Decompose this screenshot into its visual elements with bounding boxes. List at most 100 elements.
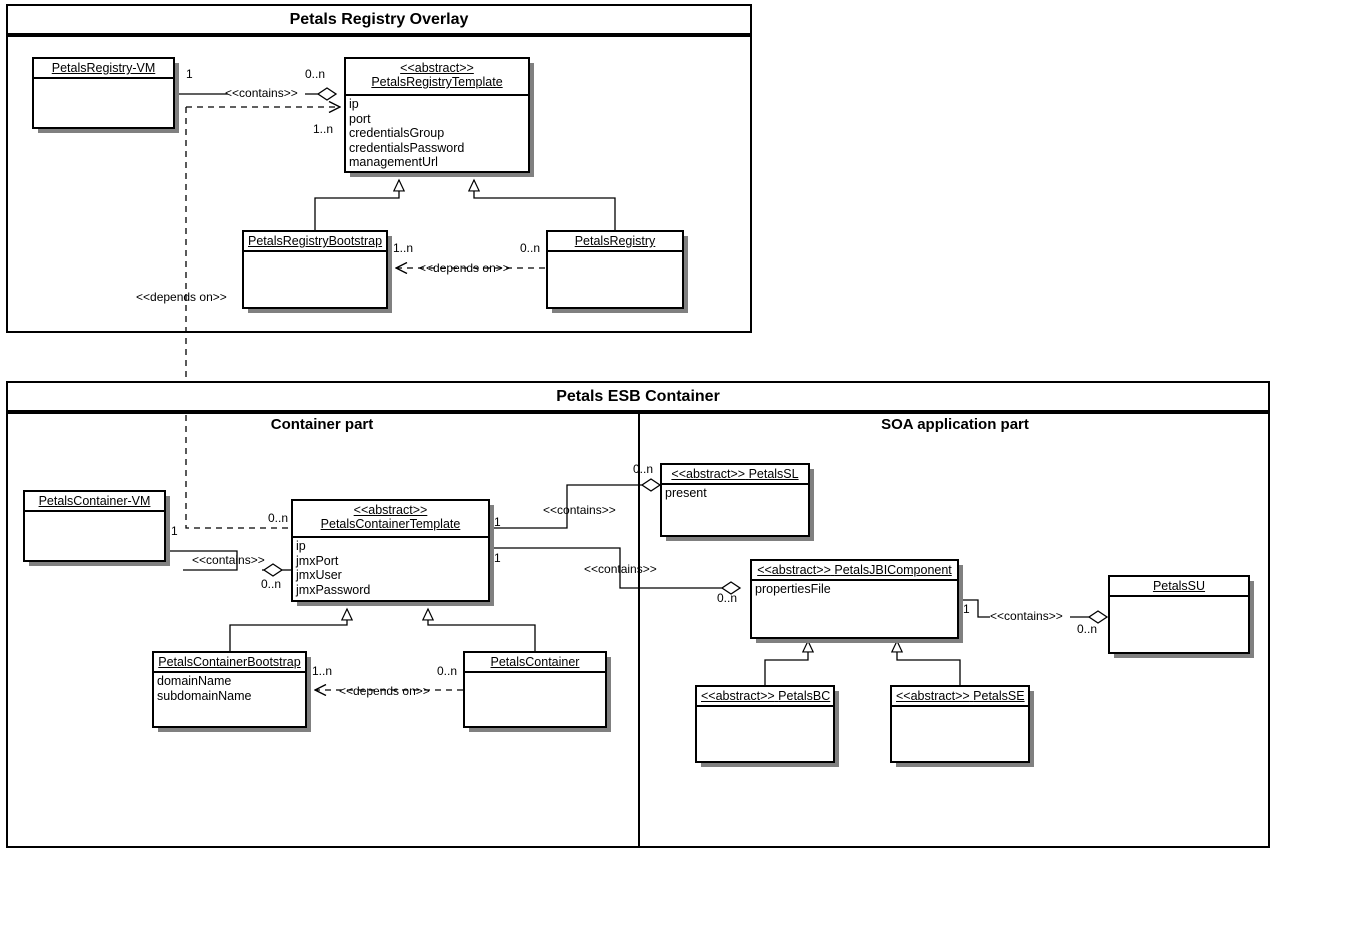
- class-attributes: present: [662, 485, 808, 537]
- class-petals-jbi-component[interactable]: <<abstract>> PetalsJBIComponent properti…: [750, 559, 959, 639]
- multiplicity-registry-bootstrap-depends-target: 0..n: [520, 241, 541, 255]
- class-header: <<abstract>> PetalsSL: [662, 465, 808, 485]
- edge-label-container-vm-contains: <<contains>>: [192, 553, 265, 567]
- attribute-domain-name: domainName: [157, 674, 232, 688]
- attribute-jmx-password: jmxPassword: [296, 582, 371, 597]
- edge-label-jbi-contains-su: <<contains>>: [990, 609, 1063, 623]
- class-stereotype: <<abstract>>: [671, 467, 746, 481]
- class-name: PetalsSL: [748, 467, 799, 481]
- multiplicity-depends-registry-template: 1..n: [313, 122, 334, 136]
- package-title-esb-container-label: Petals ESB Container: [556, 387, 720, 405]
- class-header: PetalsContainer-VM: [25, 492, 164, 512]
- class-attributes: propertiesFile: [752, 581, 957, 639]
- class-header: PetalsSU: [1110, 577, 1248, 597]
- class-petals-container[interactable]: PetalsContainer: [463, 651, 607, 728]
- class-attributes: [892, 707, 1028, 763]
- class-name: PetalsContainerTemplate: [320, 517, 461, 531]
- attribute-subdomain-name: subdomainName: [157, 688, 252, 703]
- package-title-registry-overlay: Petals Registry Overlay: [6, 4, 752, 35]
- attribute-credentials-group: credentialsGroup: [349, 126, 445, 140]
- multiplicity-jbi-contains-su-target: 0..n: [1077, 622, 1098, 636]
- multiplicity-registry-vm-contains-source: 1: [186, 67, 193, 81]
- class-petals-registry-vm[interactable]: PetalsRegistry-VM: [32, 57, 175, 129]
- multiplicity-container-vm-contains-target: 0..n: [261, 577, 282, 591]
- edge-label-registry-depends-on: <<depends on>>: [419, 261, 510, 275]
- class-attributes: [25, 512, 164, 562]
- class-name: PetalsSU: [1152, 579, 1206, 593]
- class-petals-registry[interactable]: PetalsRegistry: [546, 230, 684, 309]
- class-attributes: [465, 673, 605, 728]
- class-petals-registry-template[interactable]: <<abstract>> PetalsRegistryTemplate ip p…: [344, 57, 530, 173]
- class-petals-container-vm[interactable]: PetalsContainer-VM: [23, 490, 166, 562]
- class-name: PetalsJBIComponent: [834, 563, 952, 577]
- class-header: <<abstract>> PetalsRegistryTemplate: [346, 59, 528, 96]
- class-attributes: domainName subdomainName: [154, 673, 305, 728]
- attribute-jmx-port: jmxPort: [296, 553, 339, 568]
- multiplicity-template-contains-jbi-source: 1: [494, 551, 501, 565]
- class-petals-se[interactable]: <<abstract>> PetalsSE: [890, 685, 1030, 763]
- class-attributes: [697, 707, 833, 763]
- attribute-present: present: [665, 486, 707, 500]
- class-header: <<abstract>> PetalsJBIComponent: [752, 561, 957, 581]
- class-petals-registry-bootstrap[interactable]: PetalsRegistryBootstrap: [242, 230, 388, 309]
- multiplicity-template-contains-sl-target: 0..n: [633, 462, 654, 476]
- multiplicity-jbi-contains-su-source: 1: [963, 602, 970, 616]
- class-attributes: [244, 252, 386, 309]
- class-header: PetalsRegistry: [548, 232, 682, 252]
- subpackage-title-container-part-label: Container part: [270, 416, 374, 433]
- class-attributes: ip port credentialsGroup credentialsPass…: [346, 96, 528, 175]
- subpackage-title-soa-part: SOA application part: [640, 416, 1270, 433]
- attribute-management-url: managementUrl: [349, 155, 438, 169]
- class-petals-sl[interactable]: <<abstract>> PetalsSL present: [660, 463, 810, 537]
- class-name: PetalsRegistry-VM: [51, 61, 156, 75]
- edge-label-registry-vm-contains: <<contains>>: [225, 86, 298, 100]
- class-header: <<abstract>> PetalsBC: [697, 687, 833, 707]
- class-name: PetalsSE: [973, 689, 1025, 703]
- subpackage-title-soa-part-label: SOA application part: [881, 416, 1029, 433]
- class-attributes: [1110, 597, 1248, 654]
- package-frame-registry-overlay: [6, 35, 752, 333]
- class-attributes: ip jmxPort jmxUser jmxPassword: [293, 538, 488, 604]
- class-petals-su[interactable]: PetalsSU: [1108, 575, 1250, 654]
- class-header: PetalsRegistryBootstrap: [244, 232, 386, 252]
- package-title-esb-container: Petals ESB Container: [6, 381, 1270, 412]
- package-title-registry-overlay-label: Petals Registry Overlay: [289, 10, 469, 28]
- multiplicity-container-vm-contains-source: 1: [171, 524, 178, 538]
- class-petals-container-template[interactable]: <<abstract>> PetalsContainerTemplate ip …: [291, 499, 490, 602]
- class-petals-container-bootstrap[interactable]: PetalsContainerBootstrap domainName subd…: [152, 651, 307, 728]
- multiplicity-container-depends-target: 0..n: [437, 664, 458, 678]
- multiplicity-container-depends-source: 1..n: [312, 664, 333, 678]
- class-header: PetalsRegistry-VM: [34, 59, 173, 79]
- class-stereotype: <<abstract>>: [353, 503, 428, 517]
- edge-label-container-depends-on: <<depends on>>: [339, 684, 430, 698]
- class-attributes: [34, 79, 173, 129]
- multiplicity-template-contains-jbi-target: 0..n: [717, 591, 738, 605]
- subpackage-title-container-part: Container part: [6, 416, 638, 433]
- multiplicity-container-template-depends: 0..n: [268, 511, 289, 525]
- multiplicity-registry-bootstrap-depends-source: 1..n: [393, 241, 414, 255]
- class-header: PetalsContainerBootstrap: [154, 653, 305, 673]
- attribute-credentials-password: credentialsPassword: [349, 140, 465, 155]
- class-header: <<abstract>> PetalsSE: [892, 687, 1028, 707]
- class-name: PetalsRegistry: [574, 234, 656, 248]
- class-name: PetalsRegistryBootstrap: [248, 234, 383, 248]
- class-header: PetalsContainer: [465, 653, 605, 673]
- class-stereotype: <<abstract>>: [701, 689, 775, 703]
- class-name: PetalsContainer-VM: [38, 494, 151, 508]
- attribute-properties-file: propertiesFile: [755, 582, 831, 596]
- attribute-ip: ip: [296, 539, 306, 553]
- multiplicity-template-contains-sl-source: 1: [494, 515, 501, 529]
- class-stereotype: <<abstract>>: [757, 563, 831, 577]
- class-header: <<abstract>> PetalsContainerTemplate: [293, 501, 488, 538]
- esb-container-part-divider: [638, 412, 640, 848]
- attribute-port: port: [349, 111, 371, 126]
- class-name: PetalsContainerBootstrap: [158, 655, 301, 669]
- edge-label-template-contains-sl: <<contains>>: [543, 503, 616, 517]
- class-name: PetalsRegistryTemplate: [371, 75, 503, 89]
- class-name: PetalsContainer: [490, 655, 580, 669]
- class-name: PetalsBC: [778, 689, 831, 703]
- class-petals-bc[interactable]: <<abstract>> PetalsBC: [695, 685, 835, 763]
- attribute-jmx-user: jmxUser: [296, 568, 342, 582]
- class-stereotype: <<abstract>>: [896, 689, 970, 703]
